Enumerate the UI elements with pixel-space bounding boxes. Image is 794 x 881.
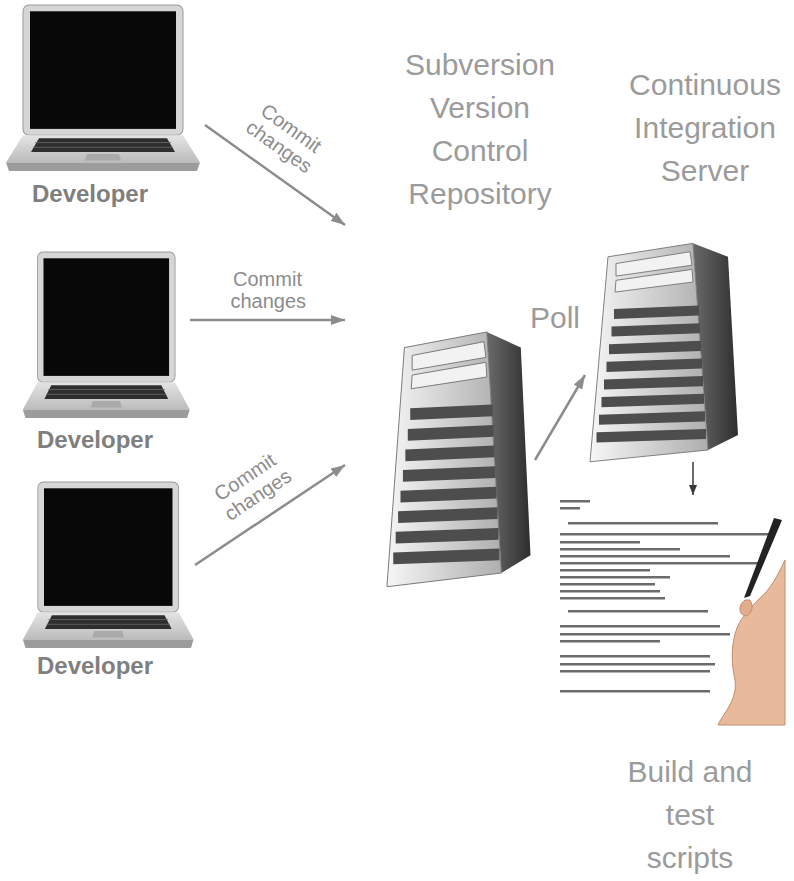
code-line [560,507,580,510]
code-line [560,569,650,572]
code-line [560,640,660,643]
code-line [560,583,655,586]
code-line [560,663,715,666]
commit-arrow [190,319,345,322]
scripts-label: Build and test scripts [621,750,759,879]
finger [740,600,752,616]
document-sheet [555,495,785,725]
repository-server: Subversion Version Control Repository [345,220,535,590]
code-line [560,576,670,579]
developer-node: Developer [0,0,205,212]
laptop-icon [23,252,190,418]
code-line [560,548,680,551]
code-line [560,590,660,593]
build-scripts: Build and test scripts [555,495,785,725]
code-line [560,690,710,693]
build-arrow [692,462,694,495]
code-line [568,522,718,525]
ci-server-label: Continuous Integration Server [615,63,794,192]
code-line [560,597,665,600]
laptop-icon [23,482,194,648]
edge-label: Commit changes [228,268,308,312]
code-line [560,500,590,503]
script-document [555,495,785,725]
code-line [560,533,770,536]
developer-node: Developer [20,480,195,684]
developer-node: Developer [20,250,190,458]
code-line [560,555,730,558]
repository-label: Subversion Version Control Repository [385,43,575,215]
code-line [560,562,760,565]
code-line [560,670,710,673]
server-icon [590,243,738,461]
laptop-icon [6,5,200,171]
server-icon [387,332,531,587]
code-line [560,633,730,636]
edge-label: Commit changes [240,96,331,178]
developer-label: Developer [15,180,165,208]
developer-label: Developer [20,426,170,454]
developer-label: Developer [20,652,170,680]
hand [718,560,785,725]
code-line [560,655,710,658]
poll-arrow [535,375,585,460]
code-line [560,625,720,628]
code-line [568,610,708,613]
code-line [560,541,640,544]
ci-server: Continuous Integration Server [585,240,745,462]
edge-label: Poll [527,300,583,336]
edge-label: Commit changes [206,446,297,527]
